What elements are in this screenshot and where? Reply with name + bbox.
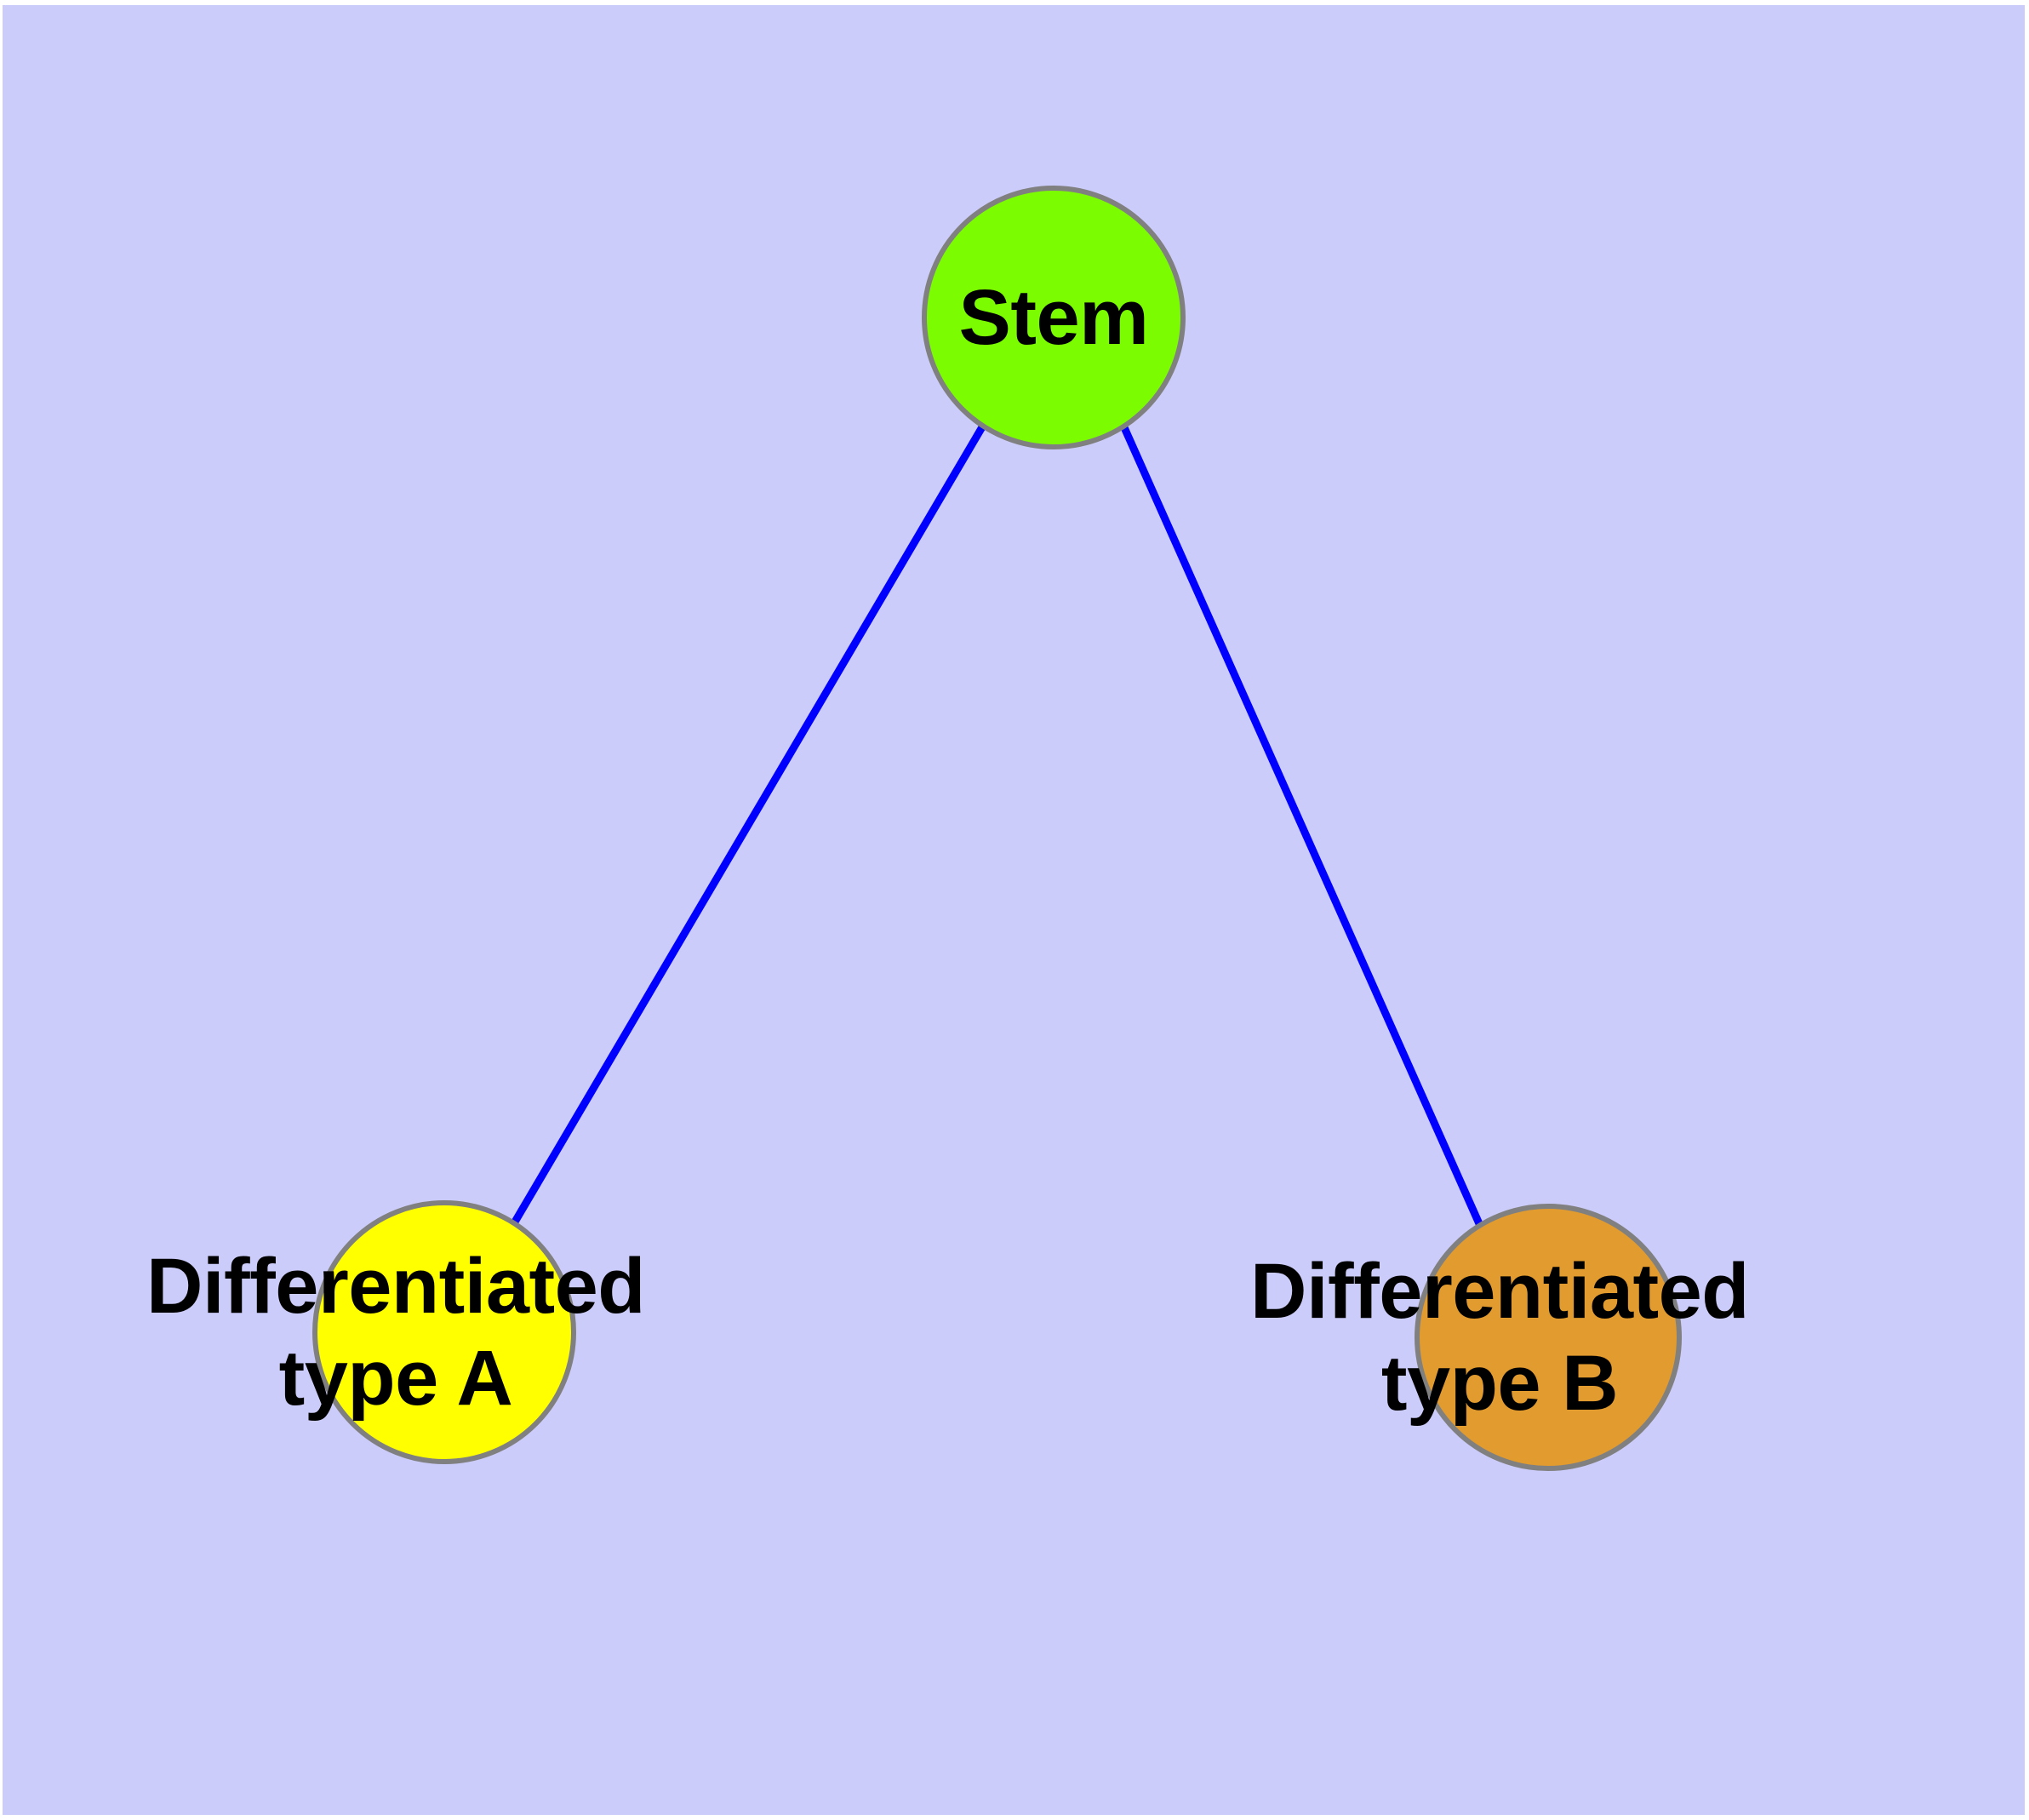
node-layer <box>312 186 1682 1471</box>
edge-layer <box>511 423 1485 1229</box>
graph-node-diff-b[interactable] <box>1415 1204 1682 1471</box>
graph-node-stem[interactable] <box>922 186 1186 449</box>
graph-node-diff-a[interactable] <box>312 1200 576 1464</box>
graph-edge-stem-to-diff-b <box>1119 424 1485 1229</box>
graph-edge-stem-to-diff-a <box>511 423 986 1226</box>
